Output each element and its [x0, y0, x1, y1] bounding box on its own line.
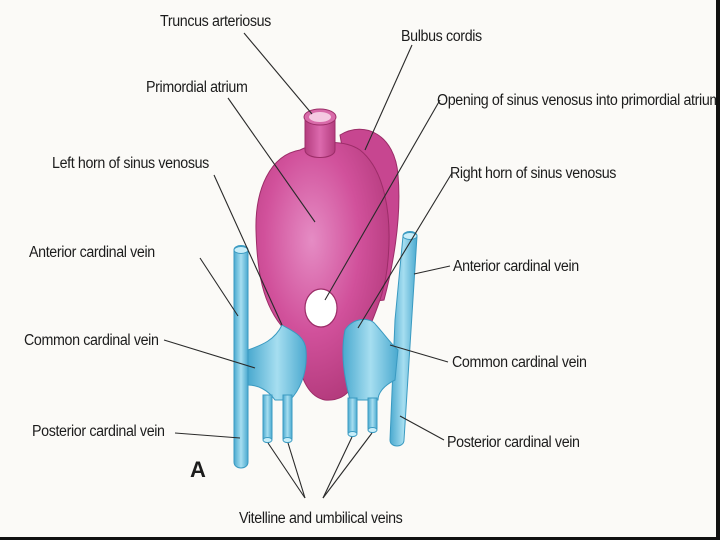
label-bulbus-cordis: Bulbus cordis: [401, 28, 482, 45]
label-posterior-cardinal-right: Posterior cardinal vein: [447, 434, 580, 451]
label-right-horn: Right horn of sinus venosus: [450, 165, 617, 182]
label-opening-sinus-venosus: Opening of sinus venosus into primordial…: [437, 92, 720, 109]
panel-letter: A: [190, 457, 206, 482]
label-common-cardinal-left: Common cardinal vein: [24, 332, 159, 349]
label-primordial-atrium: Primordial atrium: [146, 79, 248, 96]
label-anterior-cardinal-right: Anterior cardinal vein: [453, 258, 579, 275]
left-vein-system: [233, 245, 307, 469]
label-posterior-cardinal-left: Posterior cardinal vein: [32, 423, 165, 440]
sinus-venosus-opening: [304, 288, 338, 328]
leader-lines: [163, 32, 453, 499]
frame-bottom-edge: [0, 537, 720, 540]
label-vitelline-umbilical: Vitelline and umbilical veins: [239, 510, 403, 527]
label-anterior-cardinal-left: Anterior cardinal vein: [29, 244, 155, 261]
right-vein-system: [342, 231, 418, 447]
label-truncus-arteriosus: Truncus arteriosus: [160, 13, 271, 30]
label-left-horn: Left horn of sinus venosus: [52, 155, 209, 172]
frame-right-edge: [716, 0, 720, 540]
label-common-cardinal-right: Common cardinal vein: [452, 354, 587, 371]
truncus-arteriosus-shape: [304, 117, 336, 158]
